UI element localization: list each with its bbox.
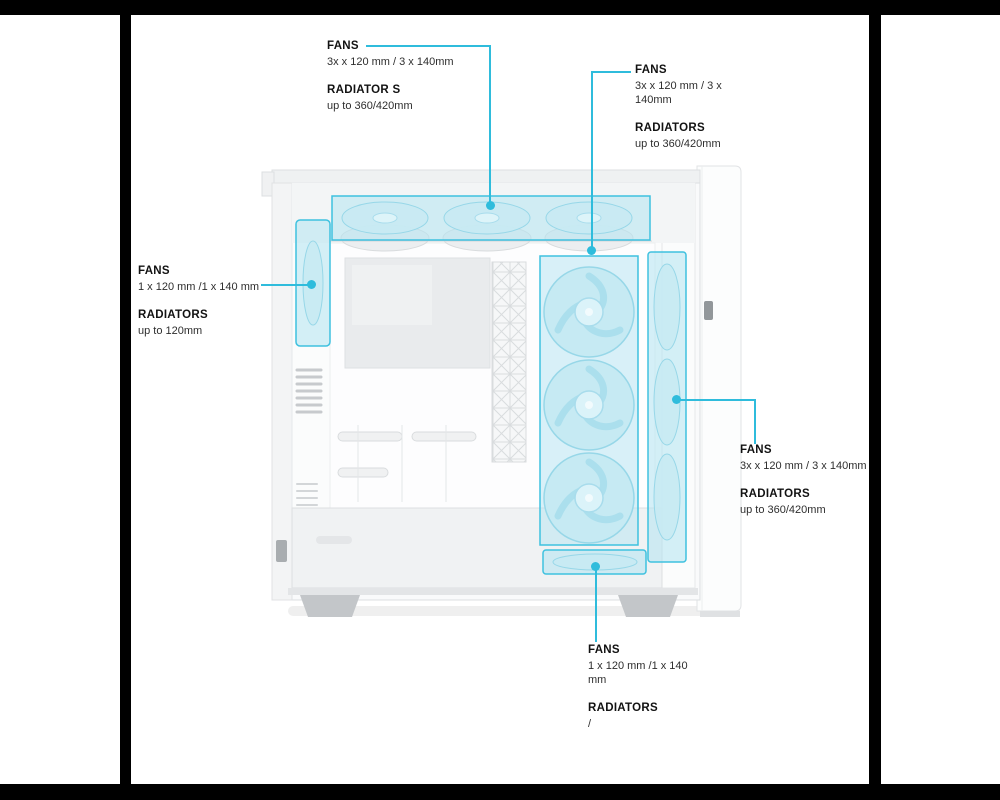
- radiators-spec: RADIATORS up to 120mm: [138, 309, 259, 338]
- radiators-spec: RADIATOR S up to 360/420mm: [327, 84, 454, 113]
- fans-spec: FANS 3x x 120 mm / 3 x 140mm: [740, 444, 867, 473]
- radiators-value: up to 360/420mm: [327, 100, 413, 112]
- radiators-spec: RADIATORS /: [588, 702, 692, 731]
- rear-connector: [276, 540, 287, 562]
- fans-value: 3x x 120 mm / 3 x 140mm: [635, 80, 722, 106]
- fans-value: 3x x 120 mm / 3 x 140mm: [327, 56, 454, 68]
- fans-label: FANS: [138, 265, 170, 277]
- radiators-value: up to 120mm: [138, 325, 203, 337]
- connector-line-top-left-h: [366, 45, 491, 47]
- fans-spec: FANS 3x x 120 mm / 3 x 140mm: [327, 40, 454, 69]
- fans-value: 1 x 120 mm /1 x 140 mm: [588, 660, 688, 686]
- frame-bar-left: [120, 15, 131, 784]
- annotation-bottom-fans: FANS 1 x 120 mm /1 x 140 mm RADIATORS /: [588, 644, 692, 731]
- radiators-label: RADIATOR S: [327, 84, 401, 96]
- annotation-front-top-fans: FANS 3x x 120 mm / 3 x 140mm RADIATORS u…: [635, 64, 739, 151]
- fans-label: FANS: [327, 40, 359, 52]
- radiators-label: RADIATORS: [138, 309, 208, 321]
- front-fan-zone: [539, 255, 639, 545]
- side-fan-zone: [647, 251, 687, 563]
- connector-line-top-left-v: [489, 45, 491, 205]
- connector-line-top-right-h: [591, 71, 631, 73]
- radiators-value: /: [588, 718, 592, 730]
- case-feet: [288, 588, 698, 617]
- fans-label: FANS: [588, 644, 620, 656]
- radiators-spec: RADIATORS up to 360/420mm: [740, 488, 867, 517]
- connector-dot-front-top: [587, 246, 596, 255]
- frame-bar-bottom: [0, 784, 1000, 800]
- connector-dot-rear: [307, 280, 316, 289]
- radiators-label: RADIATORS: [740, 488, 810, 500]
- radiators-value: up to 360/420mm: [635, 138, 721, 150]
- fans-spec: FANS 1 x 120 mm /1 x 140 mm: [138, 265, 259, 294]
- fans-spec: FANS 1 x 120 mm /1 x 140 mm: [588, 644, 692, 687]
- radiators-spec: RADIATORS up to 360/420mm: [635, 122, 739, 151]
- frame-bar-top: [0, 0, 1000, 15]
- annotation-top-fans: FANS 3x x 120 mm / 3 x 140mm RADIATOR S …: [327, 40, 454, 113]
- fans-label: FANS: [635, 64, 667, 76]
- connector-line-right-h: [680, 399, 756, 401]
- radiators-label: RADIATORS: [588, 702, 658, 714]
- fans-value: 1 x 120 mm /1 x 140 mm: [138, 281, 260, 293]
- connector-line-left: [261, 284, 309, 286]
- frame-bar-right: [869, 15, 881, 784]
- connector-dot-top: [486, 201, 495, 210]
- annotation-side-fans: FANS 3x x 120 mm / 3 x 140mm RADIATORS u…: [740, 444, 867, 517]
- top-fan-zone: [331, 195, 651, 241]
- connector-line-right-v: [754, 399, 756, 444]
- connector-dot-side: [672, 395, 681, 404]
- fans-value: 3x x 120 mm / 3 x 140mm: [740, 460, 867, 472]
- vent-grid: [491, 261, 527, 463]
- front-io-button: [704, 301, 713, 320]
- connector-line-top-right-v: [591, 71, 593, 247]
- fans-label: FANS: [740, 444, 772, 456]
- fans-spec: FANS 3x x 120 mm / 3 x 140mm: [635, 64, 739, 107]
- radiators-value: up to 360/420mm: [740, 504, 826, 516]
- radiators-label: RADIATORS: [635, 122, 705, 134]
- connector-dot-bottom: [591, 562, 600, 571]
- connector-line-bottom: [595, 570, 597, 642]
- annotation-rear-fans: FANS 1 x 120 mm /1 x 140 mm RADIATORS up…: [138, 265, 259, 338]
- case-front-panel: [696, 165, 742, 617]
